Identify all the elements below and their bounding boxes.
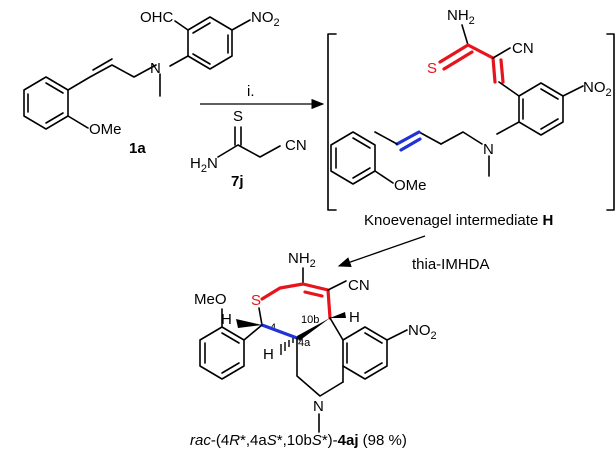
c10b-aryl-bond-4aj — [329, 317, 344, 341]
intermediate-caption: Knoevenagel intermediate H — [364, 212, 553, 229]
nitrile-label-4aj: CN — [348, 277, 370, 294]
nitro-label-4aj: NO2 — [408, 322, 437, 342]
reagent-7j: S H2N CN 7j — [190, 108, 307, 190]
anisole-ring-h — [330, 131, 376, 185]
wedge-c10b-h — [330, 312, 346, 318]
nitro-label-1a: NO2 — [251, 9, 280, 29]
c4-aryl-bond-4aj — [243, 324, 263, 341]
amine-n-1a: N — [150, 60, 161, 77]
c4-c4a-blue-4aj — [260, 323, 299, 340]
ome-bond-h — [374, 170, 394, 184]
anisole-ring-1a — [23, 76, 69, 130]
amine-n-4aj: N — [313, 398, 324, 415]
right-bracket — [606, 33, 615, 211]
aryl-n-bond-h — [496, 121, 520, 135]
thiopyran-red-4aj — [260, 282, 332, 320]
no2-bond-1a — [231, 19, 251, 31]
methoxy-label-4aj: MeO — [194, 291, 227, 308]
locant-4a: 4a — [298, 337, 311, 349]
anisole-ring-4aj — [199, 326, 245, 380]
nh2-label-h: NH2 — [447, 7, 475, 27]
h-left-4aj: H — [221, 311, 232, 328]
nitro-label-h: NO2 — [583, 79, 612, 99]
methoxy-label-h: OMe — [394, 177, 427, 194]
nitrile-label-7j: CN — [285, 137, 307, 154]
alkene-blue-h — [395, 130, 422, 152]
cs-double-bond-7j — [234, 126, 242, 146]
s-c4-bond-4aj — [258, 307, 263, 326]
amine-n-h: N — [483, 141, 494, 158]
thiopyran-red-double-4aj — [303, 290, 324, 298]
no2-bond-h — [562, 85, 584, 97]
methoxy-label-1a: OMe — [89, 121, 122, 138]
thiopyran-s-4aj: S — [251, 292, 261, 309]
wedge-c4-h — [236, 319, 262, 328]
product-caption: rac-(4R*,4aS*,10bS*)-4aj (98 %) — [190, 432, 407, 449]
nh2-label-4aj: NH2 — [288, 250, 316, 270]
no2-bond-4aj — [386, 329, 408, 341]
cn-bond-h — [492, 47, 511, 59]
nitroarene-ring-h — [518, 82, 564, 136]
locant-10b: 10b — [301, 314, 319, 326]
cho-bond-1a — [174, 20, 189, 31]
thioamide-backbone-7j — [217, 144, 281, 158]
reactant-1a: OMe N OHC NO2 1a — [23, 9, 280, 157]
piperidine-bonds-4aj — [296, 337, 344, 397]
cn-amide-bond-h — [461, 24, 469, 46]
hash-c4a-h — [280, 338, 294, 355]
thiadiene-red-double-h — [499, 58, 505, 84]
intermediate-h: NH2 S CN NO2 N OMe Knoevenagel intermedi… — [327, 7, 615, 229]
allyl-single-h — [418, 131, 442, 145]
h-center-4aj: H — [263, 346, 274, 363]
alkene-1a — [92, 58, 113, 71]
styryl-bond-h — [374, 131, 398, 145]
h-right-4aj: H — [349, 309, 360, 326]
thione-s-h: S — [427, 60, 437, 77]
n-aryl-bond-1a — [169, 55, 189, 67]
ome-bond-1a — [67, 115, 89, 129]
step-condition: i. — [247, 83, 255, 100]
n-allyl-bond-h — [440, 131, 483, 145]
left-bracket — [327, 33, 337, 211]
wedge-c10b-c4a — [297, 318, 330, 341]
cn-bond-4aj — [327, 280, 347, 291]
product-4aj: NH2 S CN H 4 4a H 10b H — [190, 250, 437, 449]
nitroarene-ring-4aj — [342, 326, 388, 380]
amine-label-7j: H2N — [190, 155, 218, 175]
nitroarene-ring-1a — [187, 16, 233, 70]
reaction-arrow-2 — [337, 235, 426, 268]
cs-double-bond-h — [438, 43, 474, 71]
compound-label-1a: 1a — [129, 140, 146, 157]
vinyl-aryl-bond-h — [498, 81, 520, 97]
arrow-2-label: thia-IMHDA — [412, 256, 490, 273]
thione-s-7j: S — [233, 108, 243, 125]
allyl-chain-1a — [67, 64, 157, 91]
compound-label-7j: 7j — [231, 173, 244, 190]
aldehyde-label-1a: OHC — [140, 9, 174, 26]
nitrile-label-h: CN — [512, 40, 534, 57]
